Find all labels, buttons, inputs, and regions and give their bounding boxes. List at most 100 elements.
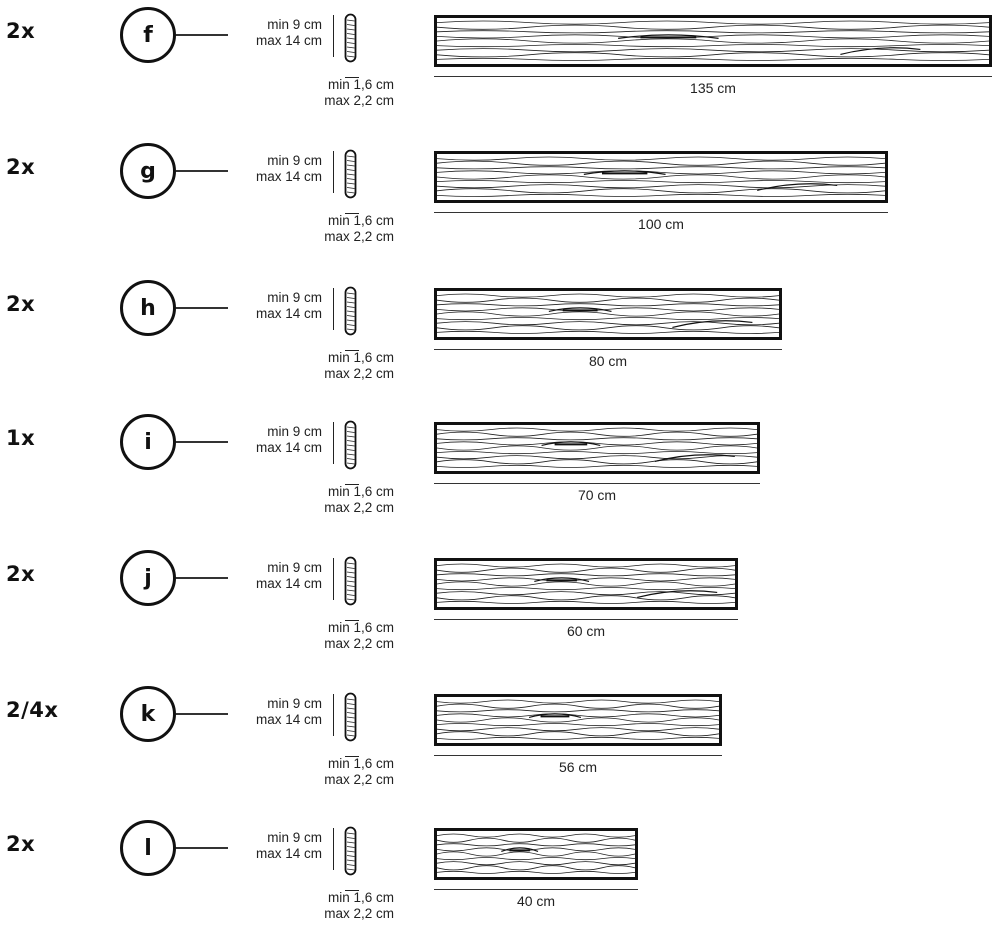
- width-max: max 14 cm: [255, 440, 322, 455]
- thickness-max: max 2,2 cm: [324, 772, 394, 787]
- board-cross-section-icon: [344, 826, 357, 876]
- length-dimension-line: [434, 76, 992, 77]
- width-min: min 9 cm: [267, 290, 322, 305]
- board-row: 1x i min 9 cm max 14 cm min 1,6 cm max 2…: [0, 414, 992, 544]
- length-dimension-line: [434, 483, 760, 484]
- board-cross-section-icon: [344, 149, 357, 199]
- width-min: min 9 cm: [267, 424, 322, 439]
- width-dimension: min 9 cm max 14 cm: [222, 153, 322, 185]
- length-label: 56 cm: [558, 759, 598, 775]
- thickness-max: max 2,2 cm: [324, 93, 394, 108]
- length-label: 40 cm: [516, 893, 556, 909]
- width-max: max 14 cm: [255, 576, 322, 591]
- board-row: 2x f min 9 cm max 14 cm min 1,6 cm max 2…: [0, 7, 992, 137]
- thickness-dimension-line: [345, 484, 359, 485]
- board-row: 2/4x k min 9 cm max 14 cm min 1,6 cm max…: [0, 686, 992, 816]
- width-dimension-line: [333, 288, 334, 330]
- board-row: 2x j min 9 cm max 14 cm min 1,6 cm max 2…: [0, 550, 992, 680]
- length-label: 80 cm: [588, 353, 628, 369]
- thickness-max: max 2,2 cm: [324, 366, 394, 381]
- width-dimension: min 9 cm max 14 cm: [222, 830, 322, 862]
- leader-line: [176, 577, 228, 579]
- thickness-dimension-line: [345, 350, 359, 351]
- quantity-label: 2x: [6, 832, 36, 856]
- thickness-min: min 1,6 cm: [327, 756, 394, 771]
- part-letter-badge: f: [120, 7, 176, 63]
- width-max: max 14 cm: [255, 33, 322, 48]
- wood-board-illustration: [434, 422, 760, 474]
- wood-board-illustration: [434, 828, 638, 880]
- thickness-dimension: min 1,6 cm max 2,2 cm: [294, 213, 394, 245]
- leader-line: [176, 170, 228, 172]
- thickness-min: min 1,6 cm: [327, 350, 394, 365]
- part-letter-badge: i: [120, 414, 176, 470]
- wood-board-illustration: [434, 15, 992, 67]
- board-cross-section-icon: [344, 556, 357, 606]
- board-cross-section-icon: [344, 13, 357, 63]
- width-max: max 14 cm: [255, 846, 322, 861]
- width-dimension: min 9 cm max 14 cm: [222, 17, 322, 49]
- length-dimension-line: [434, 755, 722, 756]
- wood-board-illustration: [434, 694, 722, 746]
- quantity-label: 2/4x: [6, 698, 59, 722]
- thickness-dimension-line: [345, 213, 359, 214]
- length-dimension-line: [434, 349, 782, 350]
- board-row: 2x g min 9 cm max 14 cm min 1,6 cm max 2…: [0, 143, 992, 273]
- thickness-min: min 1,6 cm: [327, 890, 394, 905]
- thickness-dimension: min 1,6 cm max 2,2 cm: [294, 77, 394, 109]
- length-dimension-line: [434, 212, 888, 213]
- thickness-max: max 2,2 cm: [324, 500, 394, 515]
- thickness-dimension-line: [345, 890, 359, 891]
- leader-line: [176, 441, 228, 443]
- leader-line: [176, 847, 228, 849]
- leader-line: [176, 34, 228, 36]
- width-min: min 9 cm: [267, 696, 322, 711]
- board-cross-section-icon: [344, 692, 357, 742]
- thickness-dimension: min 1,6 cm max 2,2 cm: [294, 484, 394, 516]
- width-max: max 14 cm: [255, 169, 322, 184]
- thickness-min: min 1,6 cm: [327, 77, 394, 92]
- part-letter-badge: g: [120, 143, 176, 199]
- width-dimension-line: [333, 694, 334, 736]
- width-dimension-line: [333, 828, 334, 870]
- width-min: min 9 cm: [267, 17, 322, 32]
- thickness-dimension: min 1,6 cm max 2,2 cm: [294, 620, 394, 652]
- leader-line: [176, 307, 228, 309]
- thickness-dimension-line: [345, 77, 359, 78]
- board-cross-section-icon: [344, 286, 357, 336]
- width-max: max 14 cm: [255, 712, 322, 727]
- length-label: 70 cm: [577, 487, 617, 503]
- part-letter-badge: h: [120, 280, 176, 336]
- thickness-min: min 1,6 cm: [327, 213, 394, 228]
- width-dimension-line: [333, 151, 334, 193]
- thickness-min: min 1,6 cm: [327, 484, 394, 499]
- thickness-max: max 2,2 cm: [324, 906, 394, 921]
- quantity-label: 2x: [6, 19, 36, 43]
- thickness-dimension: min 1,6 cm max 2,2 cm: [294, 350, 394, 382]
- width-min: min 9 cm: [267, 830, 322, 845]
- thickness-dimension-line: [345, 620, 359, 621]
- wood-board-illustration: [434, 288, 782, 340]
- width-min: min 9 cm: [267, 153, 322, 168]
- thickness-dimension: min 1,6 cm max 2,2 cm: [294, 756, 394, 788]
- board-cross-section-icon: [344, 420, 357, 470]
- length-dimension-line: [434, 619, 738, 620]
- length-label: 100 cm: [638, 216, 684, 232]
- board-row: 2x h min 9 cm max 14 cm min 1,6 cm max 2…: [0, 280, 992, 410]
- width-dimension-line: [333, 558, 334, 600]
- width-max: max 14 cm: [255, 306, 322, 321]
- quantity-label: 1x: [6, 426, 36, 450]
- thickness-min: min 1,6 cm: [327, 620, 394, 635]
- board-row: 2x l min 9 cm max 14 cm min 1,6 cm max 2…: [0, 820, 992, 950]
- thickness-max: max 2,2 cm: [324, 636, 394, 651]
- width-dimension: min 9 cm max 14 cm: [222, 290, 322, 322]
- thickness-dimension-line: [345, 756, 359, 757]
- wood-board-illustration: [434, 151, 888, 203]
- part-letter-badge: k: [120, 686, 176, 742]
- width-dimension: min 9 cm max 14 cm: [222, 696, 322, 728]
- wood-board-illustration: [434, 558, 738, 610]
- part-letter-badge: l: [120, 820, 176, 876]
- width-dimension-line: [333, 15, 334, 57]
- quantity-label: 2x: [6, 562, 36, 586]
- length-label: 60 cm: [566, 623, 606, 639]
